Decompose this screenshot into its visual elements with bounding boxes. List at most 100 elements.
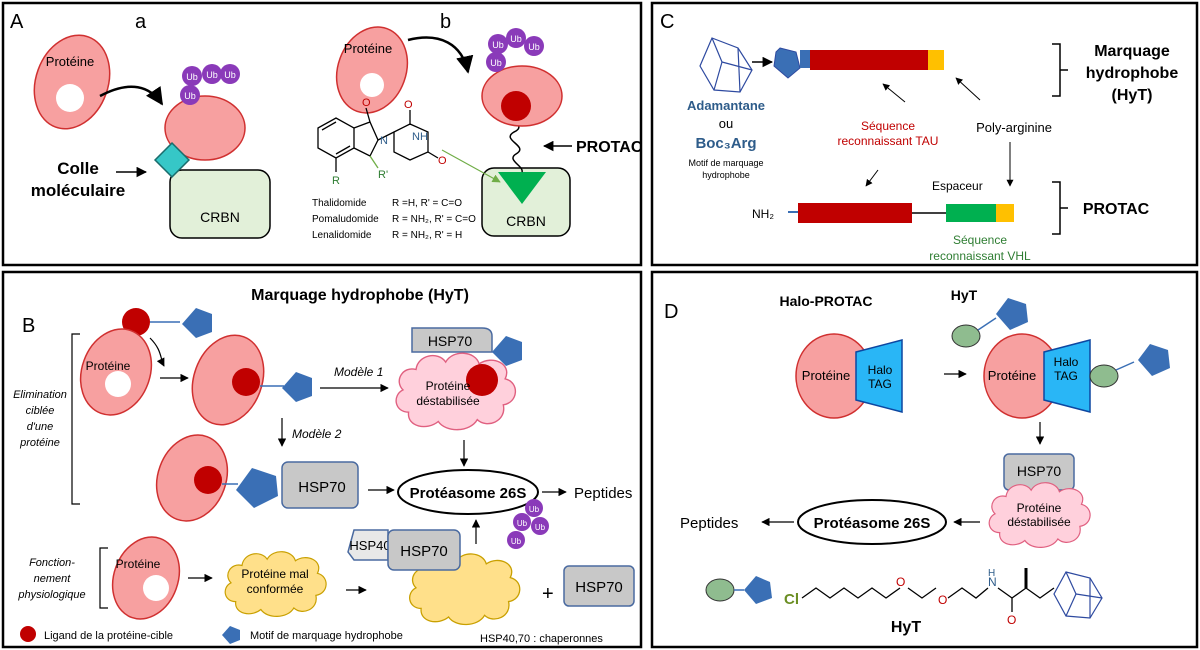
panel-b-title: Marquage hydrophobe (HyT) — [251, 287, 469, 304]
hyt-label-3: (HyT) — [1112, 87, 1153, 104]
polyarg-bar-1 — [928, 50, 944, 70]
legend-ligand-marker — [20, 626, 36, 642]
brace-hyt — [1052, 43, 1068, 97]
chem-n: N — [380, 135, 388, 147]
panel-b-letter: B — [22, 315, 35, 337]
isoindoline-ring — [353, 121, 379, 157]
ub-label: Ub — [510, 34, 522, 44]
plus-sign: + — [542, 583, 554, 605]
vhl-bar — [946, 204, 996, 222]
arrow-binding-b — [407, 36, 474, 74]
protein-pocket — [105, 371, 131, 397]
proteasome-26s — [397, 469, 539, 515]
motif-label-1: Motif de marquage — [688, 158, 763, 168]
hsp70-label-m2: HSP70 — [298, 479, 346, 496]
n-atom: N — [988, 575, 997, 589]
model1-label: Modèle 1 — [334, 365, 383, 379]
drug-name: Pomaludomide — [312, 214, 379, 225]
tau-bar-protac — [798, 203, 912, 223]
protein-pocket — [360, 73, 384, 97]
arrow-imid-crbn — [441, 149, 501, 183]
ub-label: Ub — [529, 505, 540, 514]
legend-chaperones: HSP40,70 : chaperonnes — [480, 633, 603, 645]
hyt-label-2: hydrophobe — [1086, 65, 1179, 82]
hyt-peg-1 — [907, 587, 937, 599]
molecular-glue — [153, 141, 191, 179]
proteasome-label-d: Protéasome 26S — [814, 515, 931, 532]
elim-line: ciblée — [26, 405, 55, 417]
arrow-polyarg-1 — [955, 77, 981, 101]
legend-ligand-label: Ligand de la protéine-cible — [44, 630, 173, 642]
chlorine-label: Cl — [784, 591, 799, 608]
chem-o1: O — [362, 97, 371, 109]
chem-r: R — [332, 175, 340, 187]
destab-label-2: déstabilisée — [416, 394, 480, 408]
adamantane-drawing — [699, 37, 753, 93]
panel-d: D Halo-PROTAC HyT Protéine Halo TAG Prot… — [664, 287, 1170, 636]
arrow-binding-a — [99, 85, 164, 106]
o-atom-2: O — [938, 593, 947, 607]
o-atom-3: O — [1007, 613, 1016, 627]
panel-a-frame — [1, 1, 643, 267]
ub-label: Ub — [492, 40, 504, 50]
brace-protac — [1052, 181, 1068, 235]
benzene-ring — [317, 117, 355, 159]
ub-chain-physio: Ub Ub Ub Ub — [507, 499, 549, 549]
sub-b-letter: b — [440, 11, 451, 33]
tau-label-1: Séquence — [861, 119, 915, 133]
halo-label-2: Halo — [1054, 355, 1079, 369]
panel-c: C Adamantane ou Boc₃Arg Motif de marquag… — [660, 11, 1178, 263]
arrow-tau-2 — [865, 169, 879, 187]
brace-elimination — [71, 333, 80, 505]
tag-label-1: TAG — [868, 377, 892, 391]
elim-line: d'une — [27, 421, 54, 433]
crbn-box-a — [169, 169, 271, 239]
h-atom: H — [988, 568, 995, 579]
hyt-label-1: Marquage — [1094, 43, 1170, 60]
destab-label-1: Protéine — [426, 379, 471, 393]
ub-label: Ub — [206, 70, 218, 80]
ub-label: Ub — [224, 70, 236, 80]
drug-subst: R =H, R' = C=O — [392, 198, 462, 209]
polyarg-label: Poly-arginine — [976, 120, 1052, 135]
glue-label-1: Colle — [57, 159, 99, 178]
hsp40-label: HSP40 — [349, 538, 390, 553]
o-atom-1: O — [896, 575, 905, 589]
chem-o3: O — [438, 155, 447, 167]
ou-label: ou — [719, 116, 733, 131]
ub-label: Ub — [535, 523, 546, 532]
crbn-label-b: CRBN — [506, 213, 546, 229]
brace-physio — [99, 547, 108, 609]
legend-motif-marker — [222, 626, 240, 644]
protein-m2 — [155, 434, 229, 522]
ligand-m1 — [466, 364, 498, 396]
ub-chain-a: Ub Ub Ub Ub — [180, 64, 240, 105]
drug-name: Lenalidomide — [312, 230, 372, 241]
hsp70-label-released: HSP70 — [575, 579, 623, 596]
physio-line: Fonction- — [29, 557, 75, 569]
drug-table: Thalidomide R =H, R' = C=O Pomaludomide … — [312, 198, 476, 241]
elim-label: Elimination ciblée d'une protéine — [13, 389, 67, 449]
panel-d-frame — [650, 270, 1199, 649]
crbn-label-a: CRBN — [200, 209, 240, 225]
misfold-label-2: conformée — [247, 582, 304, 596]
protein-pocket — [56, 84, 84, 112]
hyt-linker-d2 — [1115, 361, 1135, 371]
spacer-label: Espaceur — [932, 179, 983, 193]
glue-label-2: moléculaire — [31, 181, 126, 200]
halotag-1 — [855, 339, 903, 413]
hsp70-model1 — [411, 327, 493, 353]
panel-a-letter: A — [10, 11, 24, 33]
physio-label: Fonction- nement physiologique — [17, 557, 85, 601]
vhl-label-2: reconnaissant VHL — [929, 249, 1031, 263]
protein-free-b — [335, 26, 409, 114]
hyt-legend-motif — [744, 576, 772, 604]
hyt-motif-m2 — [236, 468, 278, 508]
tag-label-2: TAG — [1054, 369, 1078, 383]
protein-free-a — [33, 34, 111, 130]
drug-name: Thalidomide — [312, 198, 367, 209]
connector — [800, 50, 810, 68]
tau-sequence-bar — [810, 50, 928, 70]
hyt-peg-2 — [947, 587, 989, 599]
hsp70-label-d: HSP70 — [1017, 463, 1062, 479]
